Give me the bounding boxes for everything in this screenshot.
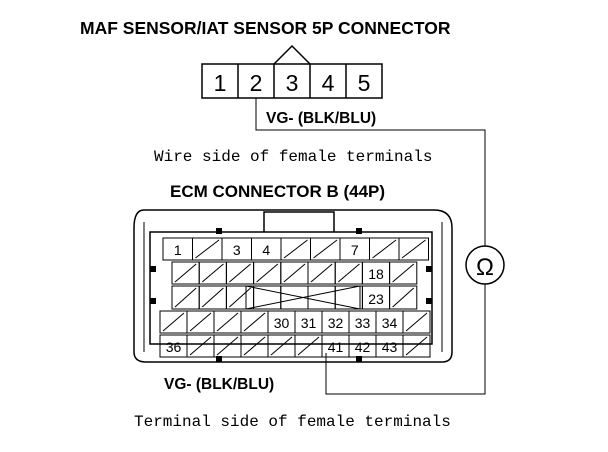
- ecm-pin-number: 42: [355, 339, 371, 355]
- ecm-pin-unused-slash: [201, 287, 224, 308]
- ecm-pin-unused-slash: [195, 239, 220, 259]
- ecm-pin-cell: [398, 237, 429, 261]
- ecm-pin-unused-slash: [392, 263, 415, 283]
- ecm-pin-unused-slash: [201, 263, 224, 283]
- maf-pin-2: 2: [250, 70, 263, 96]
- ecm-pin-number: 31: [301, 315, 317, 331]
- ecm-pin-unused-slash: [162, 312, 185, 332]
- ecm-pin-cell: [402, 334, 431, 358]
- ecm-pin-number: 34: [382, 315, 398, 331]
- ohmmeter: Ω: [465, 245, 505, 285]
- ecm-pin-unused-slash: [283, 263, 306, 283]
- ecm-pin-unused-slash: [297, 336, 320, 356]
- ecm-pin-unused-slash: [283, 239, 308, 259]
- ecm-pin-unused-slash: [392, 287, 415, 308]
- ecm-pin-cell: [334, 285, 363, 310]
- ecm-pin-unused-slash: [405, 336, 428, 356]
- ecm-pin-unused-slash: [243, 336, 266, 356]
- maf-pin-5: 5: [358, 70, 371, 96]
- ecm-pin-unused-slash: [229, 287, 251, 308]
- ecm-side-note: Terminal side of female terminals: [134, 413, 451, 431]
- maf-pin-1: 1: [214, 70, 227, 96]
- ecm-pin-number: 33: [355, 315, 371, 331]
- ecm-pin-unused-slash: [256, 263, 279, 283]
- ecm-pin-unused-slash: [174, 287, 197, 308]
- ecm-pin-unused-slash: [372, 239, 397, 259]
- ecm-pin-cell: [389, 285, 418, 310]
- ecm-pin-number: 30: [274, 315, 290, 331]
- maf-connector-title: MAF SENSOR/IAT SENSOR 5P CONNECTOR: [80, 18, 451, 38]
- ecm-pin-unused-slash: [189, 336, 212, 356]
- ecm-pin-number: 18: [368, 266, 384, 282]
- ecm-test-lead: [325, 284, 486, 395]
- maf-pin-3: 3: [286, 70, 299, 96]
- ecm-wire-label: VG- (BLK/BLU): [164, 376, 274, 393]
- ecm-pin-cell: [389, 261, 418, 285]
- ecm-pin-number: 32: [328, 315, 344, 331]
- ecm-pin-unused-slash: [337, 263, 360, 283]
- ecm-pin-number: 36: [166, 339, 182, 355]
- maf-pin-4: 4: [322, 70, 335, 96]
- ecm-pin-number: 3: [233, 242, 241, 258]
- ecm-pin-unused-slash: [310, 263, 333, 283]
- ecm-pin-unused-slash: [216, 312, 239, 332]
- ecm-pin-unused-slash: [216, 336, 239, 356]
- ecm-pin-unused-slash: [243, 312, 266, 332]
- ecm-pin-number: 7: [351, 242, 359, 258]
- ohm-icon: Ω: [476, 254, 494, 281]
- ecm-pin-unused-slash: [270, 336, 293, 356]
- ecm-connector-title: ECM CONNECTOR B (44P): [170, 182, 385, 201]
- ecm-pin-number: 41: [328, 339, 344, 355]
- ecm-pin-cell: [402, 310, 431, 334]
- maf-test-lead: [255, 98, 486, 246]
- ecm-pin-cell: [307, 285, 336, 310]
- maf-connector: 1 2 3 4 5: [201, 44, 383, 99]
- ecm-pin-number: 43: [382, 339, 398, 355]
- ecm-pin-unused-slash: [401, 239, 426, 259]
- ecm-pin-unused-slash: [229, 263, 251, 283]
- ecm-pin-number: 1: [174, 242, 182, 258]
- ecm-pin-unused-slash: [189, 312, 212, 332]
- ecm-pin-unused-slash: [313, 239, 338, 259]
- ecm-pin-cell: [253, 285, 282, 310]
- ecm-pin-unused-slash: [405, 312, 428, 332]
- ecm-pin-number: 4: [262, 242, 270, 258]
- maf-side-note: Wire side of female terminals: [154, 148, 432, 166]
- maf-wire-label: VG- (BLK/BLU): [266, 110, 376, 127]
- ecm-pin-unused-slash: [174, 263, 197, 283]
- ecm-pin-number: 23: [368, 291, 384, 307]
